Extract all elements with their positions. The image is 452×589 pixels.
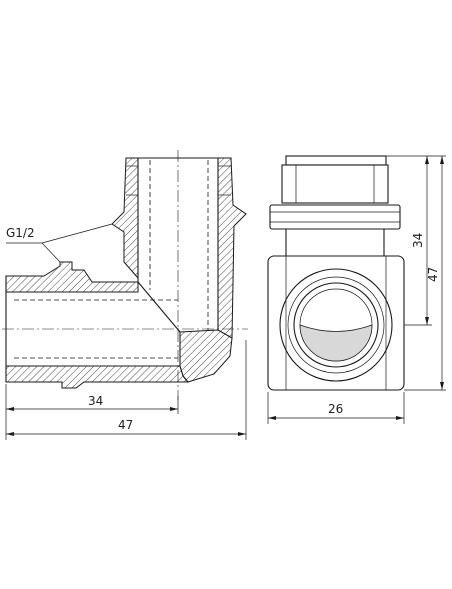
arrow-head: [396, 416, 404, 420]
horizontal-top-wall: [5, 261, 139, 293]
bore-miter: [137, 281, 181, 333]
arrow-head: [425, 317, 429, 325]
thread-leader: [41, 223, 113, 244]
thread-leader: [41, 242, 61, 263]
nipple-top-chamfer: [285, 155, 387, 166]
bore-shading: [299, 324, 373, 362]
hex-collar: [269, 204, 401, 230]
dimension-label-47: 47: [118, 418, 133, 432]
side-section-view: G1/2 34 47: [2, 150, 248, 440]
arrow-head: [6, 432, 14, 436]
arrow-head: [170, 407, 178, 411]
vertical-left-wall: [111, 157, 139, 280]
corner-wall: [179, 329, 233, 383]
port-outer-circle: [279, 268, 393, 382]
dimension-label-34: 34: [88, 394, 103, 408]
body-outline: [267, 255, 405, 391]
arrow-head: [440, 382, 444, 390]
arrow-head: [440, 156, 444, 164]
arrow-head: [425, 156, 429, 164]
thread-label: G1/2: [6, 226, 35, 240]
front-view: 34 47 26: [267, 155, 446, 424]
nipple-threaded-section: [281, 164, 389, 204]
dimension-label-47: 47: [426, 267, 440, 282]
arrow-head: [268, 416, 276, 420]
dimension-label-26: 26: [328, 402, 343, 416]
vertical-right-wall: [217, 157, 247, 339]
horizontal-bottom-wall: [5, 365, 190, 389]
body-neck: [285, 229, 385, 256]
dimension-label-34: 34: [411, 233, 425, 248]
port-thread-circle: [293, 282, 379, 368]
port-circle: [287, 276, 385, 374]
arrow-head: [6, 407, 14, 411]
arrow-head: [238, 432, 246, 436]
